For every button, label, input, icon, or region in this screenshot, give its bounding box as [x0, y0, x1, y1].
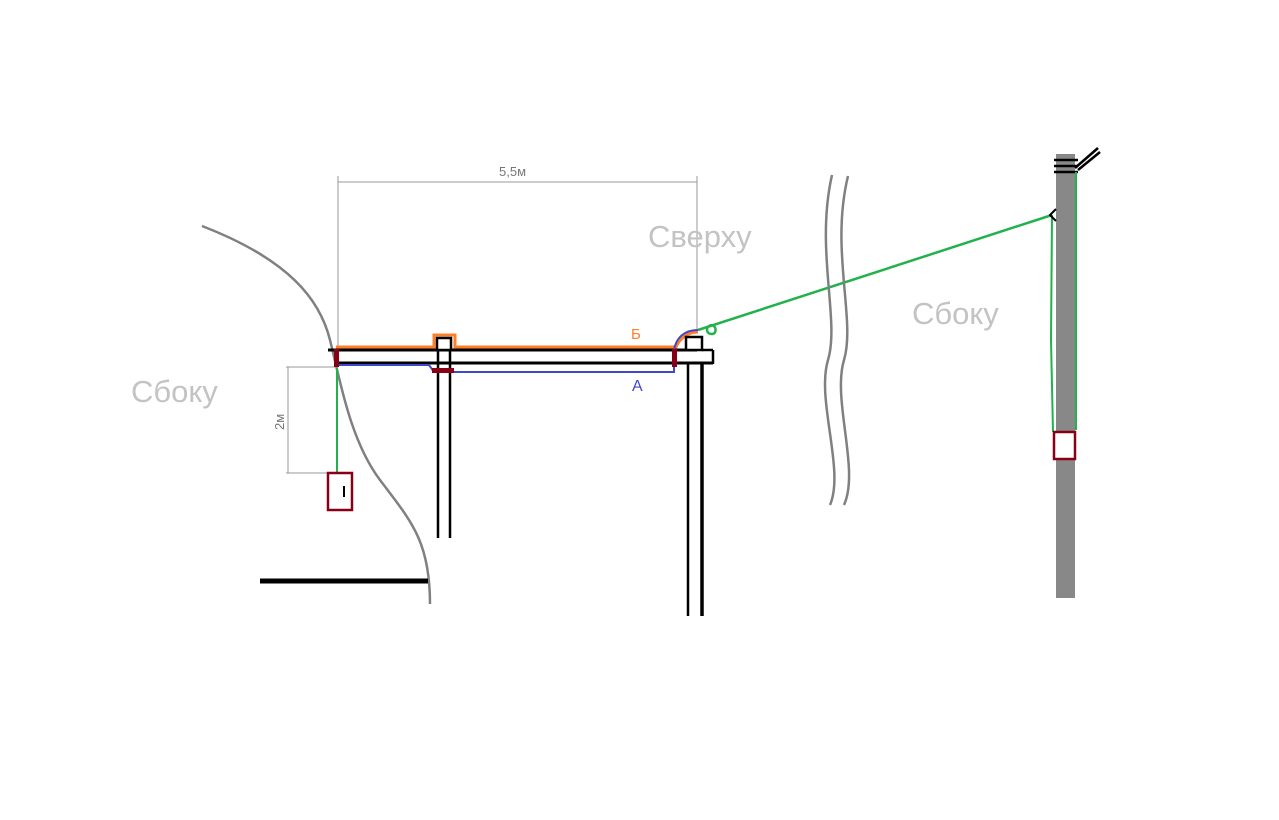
- insulator-hook: [1048, 208, 1057, 222]
- post-middle: [435, 336, 453, 538]
- cable-pole-drop: [1049, 214, 1054, 433]
- bracket-right: [672, 349, 677, 367]
- dimension-height-label: 2м: [272, 414, 287, 430]
- cable-span: [697, 213, 1053, 332]
- label-top: Сверху: [648, 219, 752, 254]
- overhead-wires: [1054, 147, 1101, 174]
- dimension-width-label: 5,5м: [499, 164, 526, 179]
- bracket-left: [334, 349, 339, 367]
- utility-pole: [1056, 154, 1075, 598]
- beam: [328, 348, 713, 365]
- dimension-height: 2м: [272, 366, 336, 474]
- dimension-width: 5,5м: [337, 164, 698, 348]
- line-b: [336, 330, 699, 349]
- socket-box-left: [326, 471, 354, 512]
- line-a: [338, 329, 699, 373]
- line-b-label: Б: [631, 326, 641, 343]
- terrain-curve-left: [201, 224, 432, 605]
- label-side-left: Сбоку: [131, 374, 218, 409]
- bracket-middle: [432, 368, 454, 373]
- break-line-1: [823, 174, 836, 506]
- post-right: [684, 335, 715, 616]
- break-line-2: [839, 175, 851, 506]
- label-side-right: Сбоку: [912, 296, 999, 331]
- line-a-label: А: [632, 378, 643, 395]
- meter-box-pole: [1052, 430, 1077, 461]
